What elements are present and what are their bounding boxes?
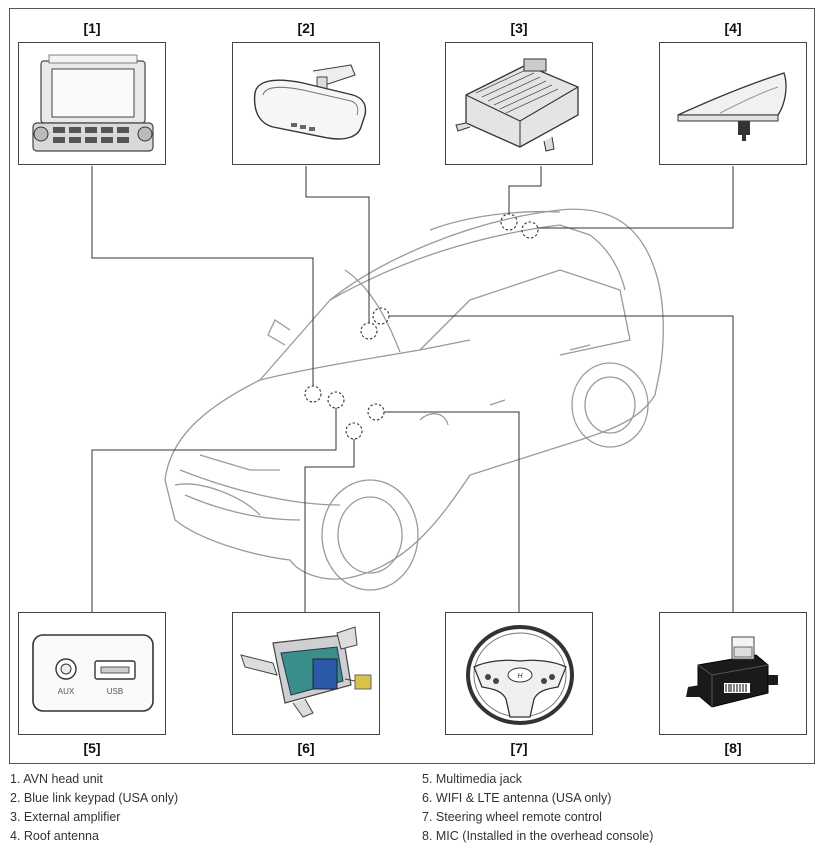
callout-number-7: [7] bbox=[510, 740, 528, 756]
component-box-8 bbox=[659, 612, 807, 735]
leader-line-3 bbox=[508, 166, 542, 214]
legend-item: 6. WIFI & LTE antenna (USA only) bbox=[422, 791, 612, 805]
location-circle-2 bbox=[360, 322, 378, 340]
wifi-lte-antenna-icon bbox=[240, 626, 372, 718]
component-box-4 bbox=[659, 42, 807, 165]
location-circle-7 bbox=[367, 403, 385, 421]
location-circle-1 bbox=[304, 385, 322, 403]
steering-wheel-icon: H bbox=[466, 625, 574, 725]
legend-left-column: 1. AVN head unit 2. Blue link keypad (US… bbox=[10, 770, 178, 846]
component-box-1 bbox=[18, 42, 166, 165]
component-box-6 bbox=[232, 612, 380, 735]
leader-line-5 bbox=[91, 408, 337, 612]
callout-number-1: [1] bbox=[83, 20, 101, 36]
location-circle-5 bbox=[327, 391, 345, 409]
legend-item: 3. External amplifier bbox=[10, 810, 121, 824]
microphone-icon bbox=[686, 636, 778, 708]
legend-item: 5. Multimedia jack bbox=[422, 772, 523, 786]
component-box-5: AUX USB bbox=[18, 612, 166, 735]
aux-label: AUX bbox=[57, 687, 75, 696]
leader-line-8 bbox=[389, 315, 734, 612]
callout-number-8: [8] bbox=[724, 740, 742, 756]
location-circle-6 bbox=[345, 422, 363, 440]
usb-label: USB bbox=[106, 687, 124, 696]
rearview-mirror-icon bbox=[253, 64, 367, 140]
leader-line-1 bbox=[91, 166, 314, 386]
location-circle-4 bbox=[521, 221, 539, 239]
component-box-2 bbox=[232, 42, 380, 165]
svg-text:H: H bbox=[517, 673, 523, 680]
leader-line-6 bbox=[304, 439, 355, 612]
component-box-3 bbox=[445, 42, 593, 165]
leader-line-7 bbox=[384, 411, 520, 612]
location-circle-3 bbox=[500, 213, 518, 231]
callout-number-4: [4] bbox=[724, 20, 742, 36]
callout-number-2: [2] bbox=[297, 20, 315, 36]
component-box-7: H bbox=[445, 612, 593, 735]
car-icon bbox=[164, 208, 664, 591]
legend-item: 2. Blue link keypad (USA only) bbox=[10, 791, 179, 805]
legend-item: 7. Steering wheel remote control bbox=[422, 810, 602, 824]
callout-number-5: [5] bbox=[83, 740, 101, 756]
legend-item: 1. AVN head unit bbox=[10, 772, 103, 786]
amplifier-icon bbox=[455, 58, 579, 152]
callout-number-3: [3] bbox=[510, 20, 528, 36]
avn-head-unit-icon bbox=[32, 54, 154, 152]
legend-right-column: 5. Multimedia jack 6. WIFI & LTE antenna… bbox=[422, 770, 653, 846]
diagram-frame bbox=[9, 8, 815, 764]
legend-item: 4. Roof antenna bbox=[10, 829, 99, 843]
shark-fin-antenna-icon bbox=[677, 72, 787, 141]
car-diagram bbox=[91, 166, 734, 612]
multimedia-jack-icon bbox=[32, 634, 154, 712]
leader-line-4 bbox=[538, 166, 734, 229]
callout-number-6: [6] bbox=[297, 740, 315, 756]
leader-line-2 bbox=[305, 166, 370, 323]
legend-item: 8. MIC (Installed in the overhead consol… bbox=[422, 829, 654, 843]
